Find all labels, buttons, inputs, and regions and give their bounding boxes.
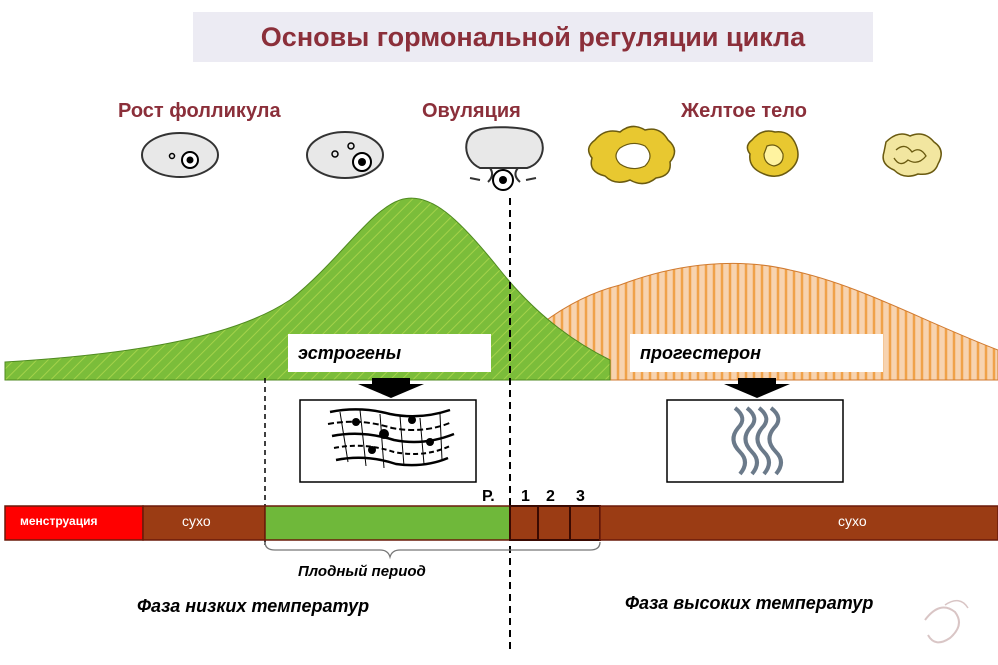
cycle-bar-day-peak <box>509 505 539 541</box>
fertile-period-label: Плодный период <box>298 563 426 580</box>
day-2-label: 2 <box>546 488 555 505</box>
day-1-label: 1 <box>521 488 530 505</box>
estrogen-arrow-icon <box>358 378 424 398</box>
dry-late-label: сухо <box>838 513 867 529</box>
fertile-period-bracket <box>264 541 601 560</box>
cycle-bar-day-1 <box>537 505 571 541</box>
progesterone-label: прогестерон <box>630 334 883 372</box>
cycle-bar-day-2 <box>569 505 601 541</box>
cycle-bar-dry-late <box>599 505 998 541</box>
estrogen-label: эстрогены <box>288 334 491 372</box>
cycle-bar-dry-early <box>142 505 266 541</box>
progesterone-mucus-image <box>666 399 844 483</box>
corpus-luteum-2-icon <box>746 130 799 177</box>
high-temp-phase-label: Фаза высоких температур <box>625 593 874 613</box>
corpus-luteum-3-icon <box>882 133 942 177</box>
day-3-label: 3 <box>576 488 585 505</box>
cycle-bar-fertile <box>264 505 511 541</box>
follicle-1-icon <box>141 132 219 178</box>
title-banner: Основы гормональной регуляции цикла <box>193 12 873 62</box>
cycle-bar <box>4 505 998 541</box>
low-temp-phase-label: Фаза низких температур <box>137 596 370 616</box>
page-title: Основы гормональной регуляции цикла <box>260 21 806 52</box>
stage-label-corpus-luteum: Желтое тело <box>681 100 807 122</box>
peak-marker-label: Р. <box>482 488 495 505</box>
menstruation-label: менструация <box>20 514 98 528</box>
corpus-luteum-1-icon <box>587 125 676 185</box>
stage-label-follicle-growth: Рост фолликула <box>118 100 281 122</box>
estrogen-mucus-image <box>299 399 477 483</box>
ovulating-follicle-icon <box>465 126 544 191</box>
stage-label-ovulation: Овуляция <box>422 100 521 122</box>
follicle-2-icon <box>306 131 384 179</box>
dry-early-label: сухо <box>182 513 211 529</box>
lady-logo-icon <box>924 599 969 644</box>
progesterone-arrow-icon <box>724 378 790 398</box>
